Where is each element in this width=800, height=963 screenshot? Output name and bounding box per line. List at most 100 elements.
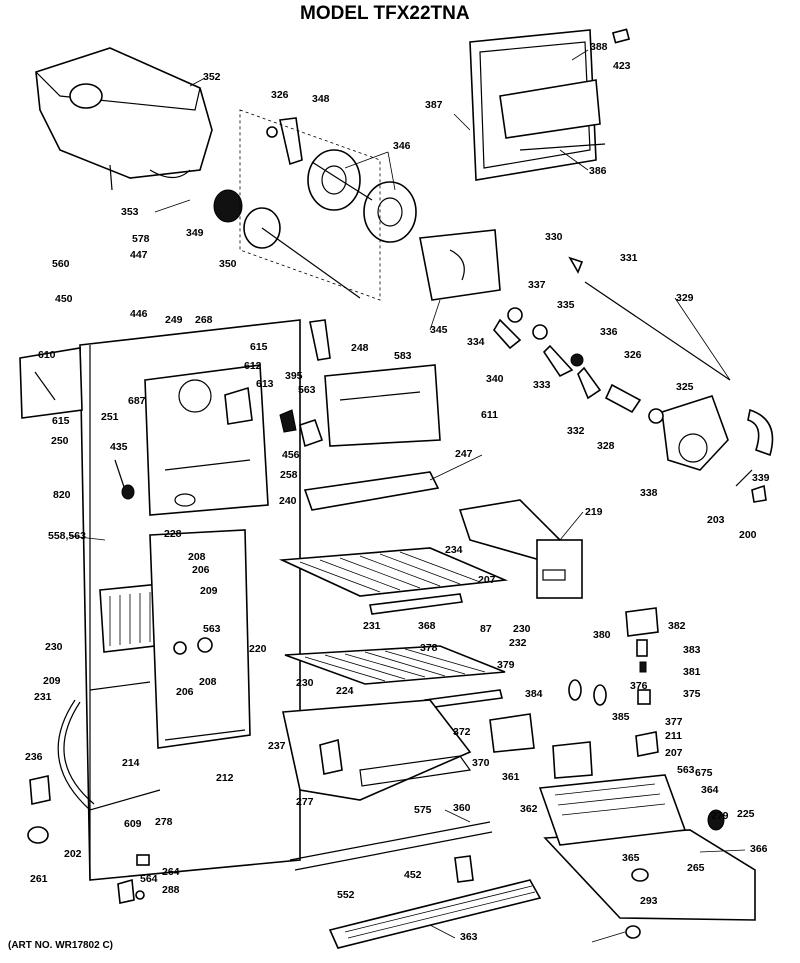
callout: 560 xyxy=(52,258,70,270)
callout: 334 xyxy=(467,336,485,348)
callout: 378 xyxy=(420,642,438,654)
callout: 261 xyxy=(30,873,48,885)
callout: 452 xyxy=(404,869,422,881)
callout: 381 xyxy=(683,666,701,678)
callout: 372 xyxy=(453,726,471,738)
callout: 209 xyxy=(43,675,61,687)
callout: 336 xyxy=(600,326,618,338)
callout: 450 xyxy=(55,293,73,305)
callout: 339 xyxy=(752,472,770,484)
callout: 578 xyxy=(132,233,150,245)
callout: 340 xyxy=(486,373,504,385)
callout: 212 xyxy=(216,772,234,784)
leader-lines xyxy=(69,49,746,943)
callout: 385 xyxy=(612,711,630,723)
callout: 220 xyxy=(249,643,267,655)
callout: 325 xyxy=(676,381,694,393)
callout: 328 xyxy=(597,440,615,452)
callout: 387 xyxy=(425,99,443,111)
callout: 446 xyxy=(130,308,148,320)
callout: 563 xyxy=(298,384,316,396)
callout: 230 xyxy=(45,641,63,653)
callout: 277 xyxy=(296,796,314,808)
callout: 423 xyxy=(613,60,631,72)
callout: 224 xyxy=(336,685,354,697)
callout: 552 xyxy=(337,889,355,901)
callout: 236 xyxy=(25,751,43,763)
callout: 384 xyxy=(525,688,543,700)
callout: 337 xyxy=(528,279,546,291)
callout: 558,563 xyxy=(48,530,86,542)
callout: 365 xyxy=(622,852,640,864)
callout: 249 xyxy=(165,314,183,326)
callout: 583 xyxy=(394,350,412,362)
callout: 326 xyxy=(624,349,642,361)
ice-bucket-part xyxy=(35,47,213,179)
callout: 247 xyxy=(455,448,473,460)
callout: 264 xyxy=(162,866,180,878)
callout: 231 xyxy=(34,691,52,703)
callout: 219 xyxy=(585,506,603,518)
callout: 362 xyxy=(520,803,538,815)
callout: 293 xyxy=(640,895,658,907)
callout: 609 xyxy=(124,818,142,830)
callout: 206 xyxy=(176,686,194,698)
callout: 368 xyxy=(418,620,436,632)
callout: 388 xyxy=(590,41,608,53)
callout: 288 xyxy=(162,884,180,896)
callout: 376 xyxy=(630,680,648,692)
callout: 331 xyxy=(620,252,638,264)
upper-shelf-part xyxy=(278,547,509,597)
diagram-title: MODEL TFX22TNA xyxy=(300,3,470,24)
callout: 352 xyxy=(203,71,221,83)
callout: 203 xyxy=(707,514,725,526)
callout: 563 xyxy=(203,623,221,635)
callout-labels: 352 326 348 346 388 423 387 386 353 349 … xyxy=(25,41,770,943)
callout: 240 xyxy=(279,495,297,507)
callout: 250 xyxy=(51,435,69,447)
callout: 326 xyxy=(271,89,289,101)
callout: 346 xyxy=(393,140,411,152)
callout: 435 xyxy=(110,441,128,453)
callout: 377 xyxy=(665,716,683,728)
parts-artwork xyxy=(19,28,774,949)
callout: 330 xyxy=(545,231,563,243)
callout: 207 xyxy=(665,747,683,759)
callout: 395 xyxy=(285,370,303,382)
lower-shelf-part xyxy=(284,645,506,685)
callout: 335 xyxy=(557,299,575,311)
callout: 228 xyxy=(164,528,182,540)
callout: 375 xyxy=(683,688,701,700)
callout: 237 xyxy=(268,740,286,752)
callout: 615 xyxy=(250,341,268,353)
callout: 234 xyxy=(445,544,463,556)
callout: 209 xyxy=(200,585,218,597)
callout: 564 xyxy=(140,873,158,885)
callout: 206 xyxy=(192,564,210,576)
callout: 349 xyxy=(186,227,204,239)
callout: 613 xyxy=(256,378,274,390)
callout: 231 xyxy=(363,620,381,632)
art-number: (ART NO. WR17802 C) xyxy=(8,940,113,951)
callout: 364 xyxy=(701,784,719,796)
callout: 207 xyxy=(478,574,496,586)
callout: 232 xyxy=(509,637,527,649)
callout: 615 xyxy=(52,415,70,427)
callout: 248 xyxy=(351,342,369,354)
callout: 200 xyxy=(739,529,757,541)
callout: 208 xyxy=(188,551,206,563)
callout: 675 xyxy=(695,767,713,779)
callout: 211 xyxy=(665,730,682,742)
callout: 360 xyxy=(453,802,471,814)
callout: 208 xyxy=(199,676,217,688)
callout: 379 xyxy=(497,659,515,671)
callout: 447 xyxy=(130,249,148,261)
callout: 230 xyxy=(296,677,314,689)
callout: 610 xyxy=(38,349,56,361)
callout: 345 xyxy=(430,324,448,336)
callout: 225 xyxy=(737,808,755,820)
callout: 687 xyxy=(128,395,146,407)
callout: 382 xyxy=(668,620,686,632)
callout: 265 xyxy=(687,862,705,874)
callout: 214 xyxy=(122,757,140,769)
